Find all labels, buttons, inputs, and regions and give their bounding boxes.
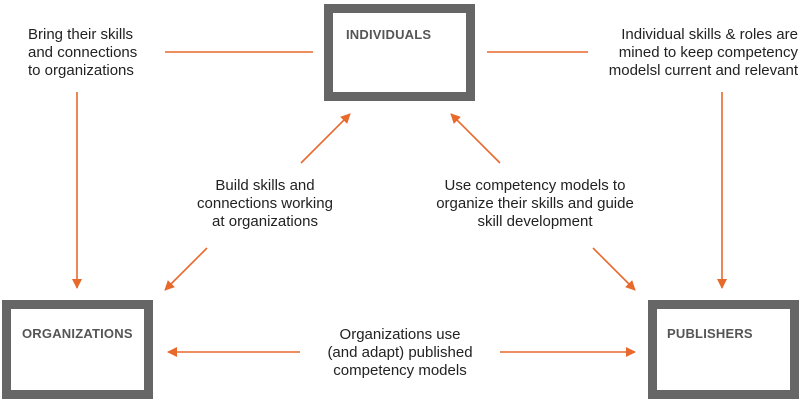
caption-line: to organizations — [28, 62, 134, 79]
caption-line: organize their skills and guide — [436, 195, 634, 212]
caption-line: competency models — [333, 362, 467, 379]
caption-line: connections working — [197, 195, 333, 212]
caption-line: skill development — [477, 213, 593, 230]
caption-middle-left: Build skills and connections working at … — [170, 177, 360, 231]
organizations-box — [2, 300, 153, 399]
individuals-label: INDIVIDUALS — [346, 27, 432, 42]
caption-line: modelsl current and relevant — [608, 62, 798, 79]
arrow-up-to-individuals-right — [450, 113, 501, 164]
caption-line: (and adapt) published — [327, 344, 473, 361]
arrow-up-to-individuals-left — [300, 113, 351, 164]
caption-line: and connections — [28, 44, 138, 61]
caption-middle-right: Use competency models to organize their … — [410, 177, 660, 231]
caption-line: mined to keep competency — [618, 44, 798, 61]
organizations-label: ORGANIZATIONS — [22, 326, 133, 341]
caption-line: Use competency models to — [444, 177, 626, 194]
caption-line: at organizations — [212, 213, 318, 230]
caption-line: Bring their skills — [28, 26, 134, 43]
caption-line: Build skills and — [215, 177, 315, 194]
arrow-down-to-publishers-diagonal — [592, 247, 636, 291]
caption-line: Organizations use — [339, 326, 461, 343]
arrow-down-to-organizations-diagonal — [164, 247, 208, 291]
publishers-box — [648, 300, 799, 399]
caption-top-right: Individual skills & roles are mined to k… — [609, 26, 798, 80]
publishers-label: PUBLISHERS — [667, 326, 753, 341]
caption-bottom: Organizations use (and adapt) published … — [300, 326, 500, 380]
individuals-box — [324, 4, 475, 101]
caption-top-left: Bring their skills and connections to or… — [28, 26, 137, 80]
caption-line: Individual skills & roles are — [621, 26, 798, 43]
